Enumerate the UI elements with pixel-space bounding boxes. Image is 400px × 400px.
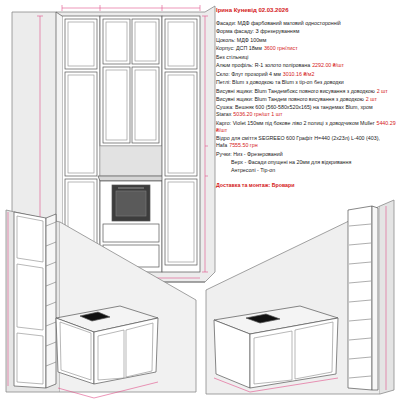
spec-line: Форма фасаду: З фрезеруванням: [216, 28, 396, 35]
spec-line: Висувні ящики: Blum Тандембокс повного в…: [216, 88, 396, 95]
open-shelves: [46, 222, 56, 366]
spec-text: Висувні ящики: Blum Тандембокс повного в…: [216, 88, 375, 94]
shelf-line: [46, 242, 56, 246]
island-bl: [56, 306, 158, 384]
shelf-line: [46, 342, 56, 346]
dimension-lines-bl: [8, 212, 158, 398]
shelf-line: [46, 302, 56, 306]
tall-shelf-br: [348, 206, 378, 390]
price-note: 2 шт: [377, 88, 388, 94]
shelf-line: [349, 319, 371, 321]
room-walls-br: [206, 200, 394, 394]
spec-text: Висувні ящики: Blum Тандем повного висув…: [216, 96, 364, 102]
shelf-line: [46, 282, 56, 286]
shelf-line: [349, 224, 371, 226]
spec-text: Петлі: Blum з доводкою та Blum з tip-on …: [216, 79, 344, 85]
spec-line: Цоколь: МДФ 100мм: [216, 37, 396, 44]
price-note: Доставка та монтаж: Бровари: [216, 182, 295, 188]
sheet-title: Ірина Куневід 02.03.2026: [216, 7, 396, 15]
spec-text: Фасади: МДФ фарбований матовий односторо…: [216, 20, 341, 26]
spec-line: Верх - Фасади опущені на 20мм для відкри…: [231, 159, 396, 166]
open-shelves: [349, 224, 371, 378]
spec-text: Ручки: Низ - Фрезерований: [216, 151, 283, 157]
spec-text: Корпус: ДСП 18мм: [216, 45, 262, 51]
spec-text: Скло: Флут прозорий 4 мм: [216, 71, 281, 77]
shelf-line: [46, 322, 56, 326]
room-walls-bl: [6, 210, 196, 392]
spec-line: Фасади: МДФ фарбований матовий односторо…: [216, 20, 396, 27]
spec-line: Відро для сміття SEGREEO 600 Графіт Н=44…: [216, 135, 396, 149]
spec-text: Цоколь: МДФ 100мм: [216, 37, 266, 43]
spec-panel: Ірина Куневід 02.03.2026Фасади: МДФ фарб…: [216, 7, 396, 191]
shelf-line: [46, 362, 56, 366]
spec-text: Верх - Фасади опущені на 20мм для відкри…: [231, 159, 351, 165]
price-note: 3600 грн/лист: [264, 45, 298, 51]
spec-line: Скло: Флут прозорий 4 мм3010.16 ₴/м2: [216, 71, 396, 78]
shelf-line: [46, 222, 56, 226]
spec-text: Алюм профіль: R-1 золото полірована: [216, 62, 310, 68]
tall-unit-right: [162, 16, 200, 272]
shelf-line: [349, 300, 371, 302]
spec-line: Ручки: Низ - Фрезерований: [216, 151, 396, 158]
shelf-line: [349, 281, 371, 283]
island-br: [214, 306, 338, 388]
spec-line: Антресолі - Tip-on: [231, 167, 396, 174]
price-note: 5036.20 грн/шт 1 шт: [233, 111, 282, 117]
upper-cabinets: [100, 16, 162, 146]
shelf-line: [46, 262, 56, 266]
shelf-line: [349, 262, 371, 264]
spec-line: Алюм профіль: R-1 золото полірована2292.…: [216, 62, 396, 69]
price-note: 2292.00 ₴/шт: [312, 62, 344, 68]
dimension-lines-br: [214, 206, 386, 392]
spec-line: Петлі: Blum з доводкою та Blum з tip-on …: [216, 79, 396, 86]
spec-text: Форма фасаду: З фрезеруванням: [216, 28, 299, 34]
spec-line: Сушка: Вешняк 600 (560-580х520х165) на т…: [216, 104, 396, 118]
price-note: 2 шт: [366, 96, 377, 102]
spec-line: Доставка та монтаж: Бровари: [216, 182, 396, 189]
shelf-line: [349, 357, 371, 359]
price-note: 7555.50 грн: [229, 142, 257, 148]
tall-unit-bl: [14, 212, 56, 388]
shelf-line: [349, 376, 371, 378]
spec-text: Без стільниці: [216, 54, 248, 60]
spec-line: Без стільниці: [216, 54, 396, 61]
price-note: 3010.16 ₴/м2: [283, 71, 315, 77]
spec-line: Висувні ящики: Blum Тандем повного висув…: [216, 96, 396, 103]
shelf-line: [349, 338, 371, 340]
spec-text: Антресолі - Tip-on: [231, 167, 275, 173]
shelf-line: [349, 243, 371, 245]
spec-text: Карго: Violet 150мм під бокове ліво 2 по…: [216, 120, 374, 126]
spec-line: Карго: Violet 150мм під бокове ліво 2 по…: [216, 120, 396, 134]
spec-line: Корпус: ДСП 18мм3600 грн/лист: [216, 45, 396, 52]
